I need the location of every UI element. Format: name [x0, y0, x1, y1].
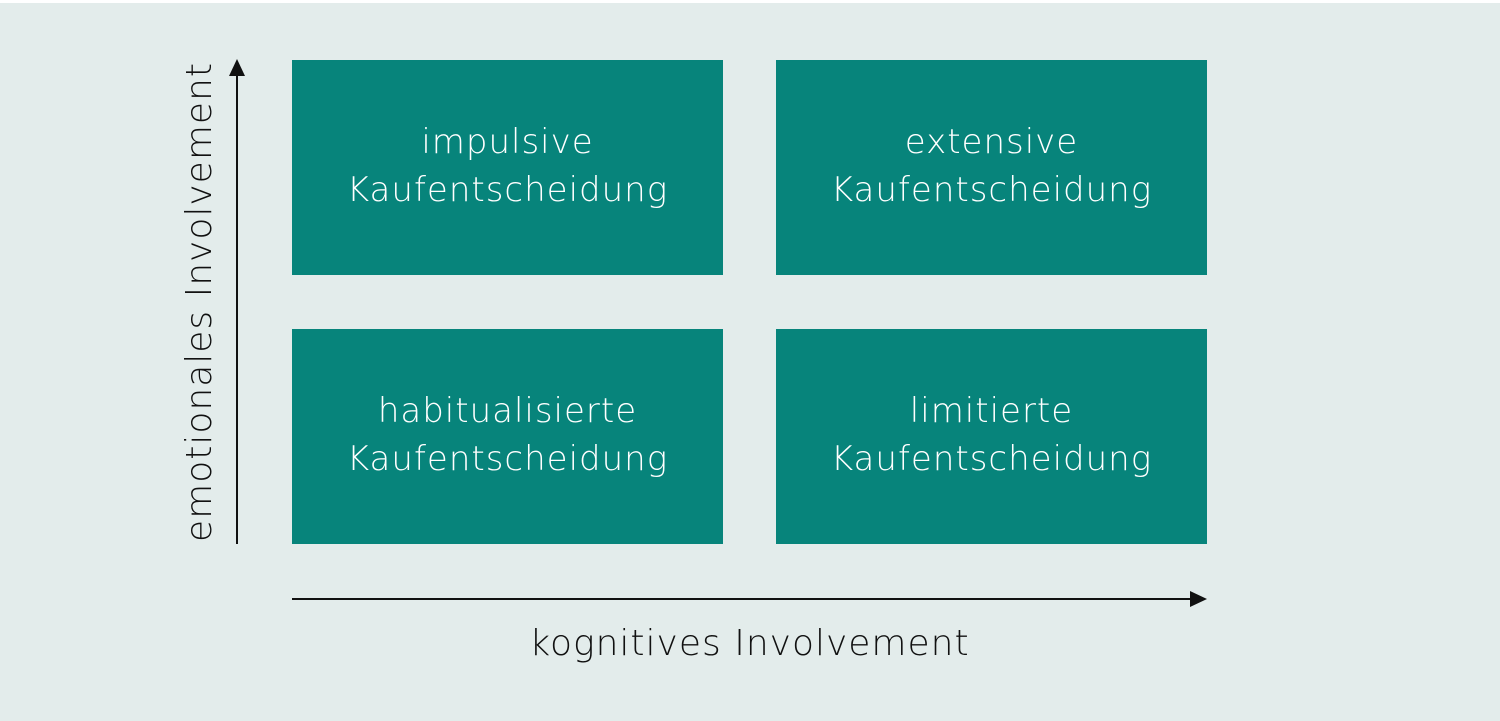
- quadrant-subtitle: Kaufentscheidung: [346, 438, 669, 479]
- quadrant-impulsive: impulsive Kaufentscheidung: [292, 60, 723, 275]
- quadrant-title: habitualisierte: [377, 390, 638, 431]
- quadrant-title: extensive: [904, 121, 1079, 162]
- y-axis-arrow: [229, 59, 245, 544]
- top-border: [0, 0, 1500, 3]
- quadrant-subtitle: Kaufentscheidung: [830, 438, 1153, 479]
- x-axis-arrow: [292, 591, 1207, 607]
- quadrant-habitualisierte: habitualisierte Kaufentscheidung: [292, 329, 723, 544]
- quadrant-subtitle: Kaufentscheidung: [346, 169, 669, 210]
- quadrant-title: limitierte: [909, 390, 1074, 431]
- quadrant-limitierte: limitierte Kaufentscheidung: [776, 329, 1207, 544]
- y-axis-label: emotionales Involvement: [179, 62, 220, 542]
- quadrant-title: impulsive: [421, 121, 594, 162]
- quadrant-extensive: extensive Kaufentscheidung: [776, 60, 1207, 275]
- x-axis-label: kognitives Involvement: [529, 623, 970, 664]
- quadrant-subtitle: Kaufentscheidung: [830, 169, 1153, 210]
